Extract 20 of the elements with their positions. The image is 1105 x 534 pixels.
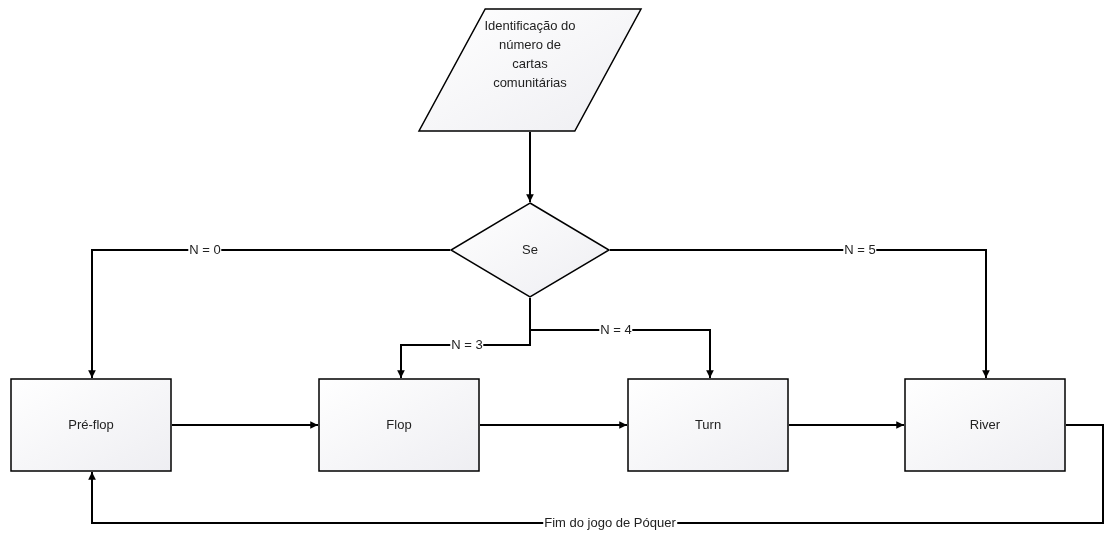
process-box: [318, 378, 480, 472]
process-box: [10, 378, 172, 472]
node-text: Se: [522, 240, 538, 259]
node-text: Pré-flop: [68, 415, 114, 434]
node-text: Turn: [694, 415, 722, 434]
arrow: [526, 131, 534, 203]
process-box: [904, 378, 1066, 472]
arrow: [88, 249, 451, 379]
arrow: [479, 421, 628, 429]
node-text: River: [969, 415, 1001, 434]
edge-label: Fim do jogo de Póquer: [543, 515, 677, 531]
node-text: Identificação do número de cartas comunitárias: [483, 17, 577, 92]
arrow: [788, 421, 905, 429]
arrow: [609, 249, 990, 379]
data-parallelogram: [418, 8, 642, 132]
process-box: [627, 378, 789, 472]
arrow: [171, 421, 319, 429]
decision-diamond: [450, 202, 610, 298]
node-text: Flop: [386, 415, 412, 434]
arrow: [88, 424, 1104, 524]
